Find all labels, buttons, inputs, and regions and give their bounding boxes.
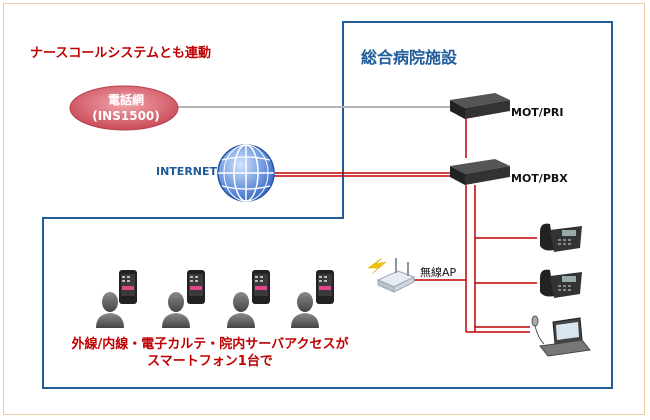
person-icon bbox=[291, 292, 319, 328]
person-icon bbox=[227, 292, 255, 328]
mot-pri-device-icon bbox=[450, 93, 510, 119]
wifi-signal-icon bbox=[367, 257, 387, 275]
laptop-icon bbox=[539, 317, 591, 357]
phone-network-name: 電話網 bbox=[107, 93, 144, 107]
wireless-ap-icon bbox=[376, 258, 416, 293]
caption-line-2: スマートフォン1台で bbox=[147, 354, 273, 369]
person-icon bbox=[162, 292, 190, 328]
caption-line-1: 外線/内線・電子カルテ・院内サーバアクセスが bbox=[71, 337, 349, 352]
phone-network-cloud bbox=[69, 85, 179, 131]
internet-globe-icon bbox=[217, 144, 275, 202]
nurse-call-label: ナースコールシステムとも連動 bbox=[30, 46, 211, 61]
mot-pbx-device-icon bbox=[450, 159, 510, 185]
mot-pbx-label: MOT/PBX bbox=[511, 172, 568, 185]
internet-label: INTERNET bbox=[156, 165, 218, 178]
phone-network-label: 電話網 (INS1500) bbox=[72, 86, 180, 130]
phone-network-line: (INS1500) bbox=[92, 109, 160, 123]
diagram-frame bbox=[3, 3, 645, 415]
mot-pri-label: MOT/PRI bbox=[511, 106, 564, 119]
hospital-title: 総合病院施設 bbox=[361, 48, 458, 67]
caption: 外線/内線・電子カルテ・院内サーバアクセスが スマートフォン1台で bbox=[40, 336, 380, 370]
smartphone-icon bbox=[252, 270, 270, 304]
desk-phone-icon bbox=[540, 223, 582, 252]
desk-phone-icon bbox=[540, 269, 582, 298]
wireless-ap-label: 無線AP bbox=[420, 266, 457, 279]
smartphone-icon bbox=[119, 270, 137, 304]
mouse-icon bbox=[531, 315, 545, 345]
smartphone-icon bbox=[316, 270, 334, 304]
hospital-boundary bbox=[42, 21, 613, 389]
smartphone-icon bbox=[187, 270, 205, 304]
person-icon bbox=[96, 292, 124, 328]
